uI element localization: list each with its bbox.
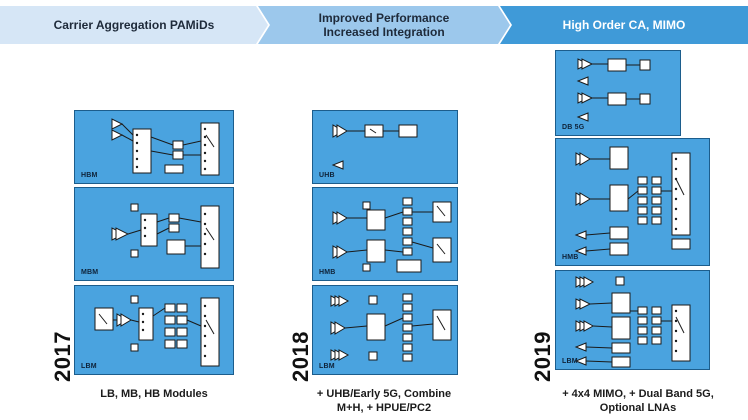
caption-2018-line1: + UHB/Early 5G, Combine (316, 388, 452, 400)
stage-improved-performance: Improved Performance Increased Integrati… (258, 6, 510, 44)
stage2-label-line2: Increased Integration (323, 25, 445, 39)
module-2018-lbm: LBM (312, 285, 458, 375)
stage-carrier-aggregation: Carrier Aggregation PAMiDs (0, 6, 268, 44)
uhb-2018-circuit (331, 124, 418, 170)
module-2018-uhb: UHB (312, 110, 458, 184)
module-label: LBM (562, 358, 578, 365)
caption-2019-line2: Optional LNAs (599, 402, 677, 414)
module-2017-mbm: MBM (74, 187, 234, 281)
hmb-2018-circuit (332, 197, 452, 273)
hbm-2017-circuit (111, 118, 220, 176)
caption-2018-line2: M+H, + HPUE/PC2 (336, 402, 432, 414)
caption-2017: LB, MB, HB Modules (64, 387, 244, 401)
module-2018-hmb: HMB (312, 187, 458, 281)
stage-high-order-ca: High Order CA, MIMO (500, 6, 748, 44)
module-label: HBM (81, 172, 98, 179)
module-label: HMB (562, 254, 579, 261)
hmb-2019-circuit (574, 146, 691, 256)
module-label: LBM (81, 363, 97, 370)
module-label: LBM (319, 363, 335, 370)
year-2017: 2017 (50, 331, 75, 382)
caption-2018: + UHB/Early 5G, Combine M+H, + HPUE/PC2 (296, 387, 472, 415)
module-2017-lbm: LBM (74, 285, 234, 375)
year-2018: 2018 (288, 331, 313, 382)
module-label: UHB (319, 172, 335, 179)
module-label: DB 5G (562, 124, 585, 131)
module-label: HMB (319, 269, 336, 276)
lbm-2019-circuit (574, 276, 691, 368)
module-label: MBM (81, 269, 99, 276)
year-2019: 2019 (530, 331, 555, 382)
stage1-label: Carrier Aggregation PAMiDs (53, 18, 215, 32)
caption-2019: + 4x4 MIMO, + Dual Band 5G, Optional LNA… (540, 387, 736, 415)
lbm-2017-circuit (94, 295, 220, 367)
caption-2019-line1: + 4x4 MIMO, + Dual Band 5G, (562, 388, 714, 400)
stage2-label-line1: Improved Performance (318, 11, 450, 25)
module-2019-lbm: LBM (555, 270, 710, 370)
db5g-2019-circuit (576, 58, 651, 122)
module-2019-db5g: DB 5G (555, 50, 681, 136)
module-2019-hmb: HMB (555, 138, 710, 266)
caption-2017-line1: LB, MB, HB Modules (100, 388, 208, 400)
module-2017-hbm: HBM (74, 110, 234, 184)
mbm-2017-circuit (111, 203, 220, 269)
stage3-label: High Order CA, MIMO (562, 18, 686, 32)
lbm-2018-circuit (330, 293, 452, 362)
